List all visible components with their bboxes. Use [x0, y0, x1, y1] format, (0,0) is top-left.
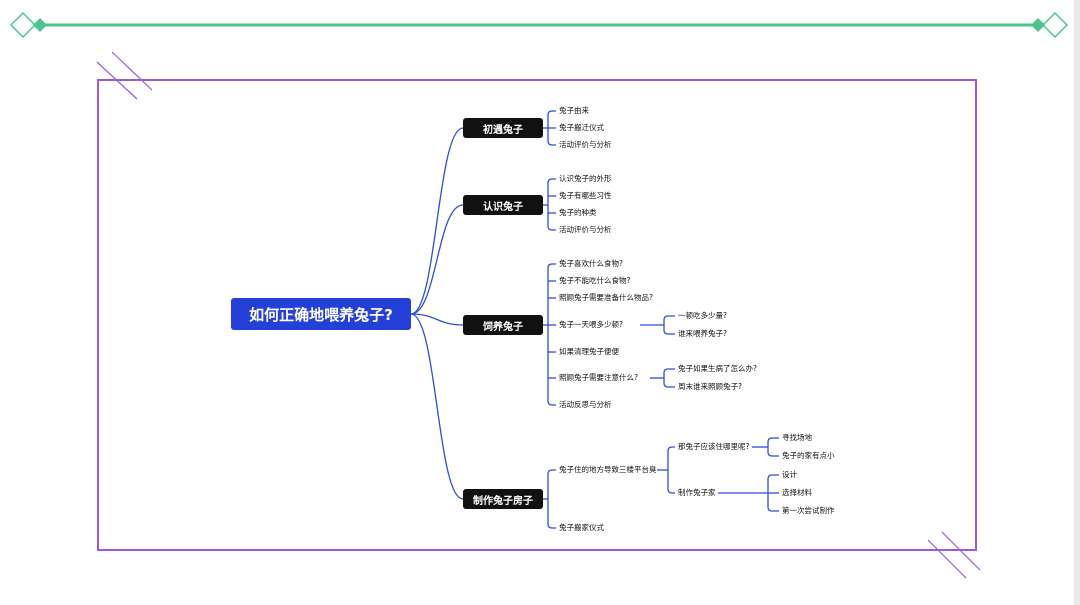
- leaf-node[interactable]: 第一次尝试制作: [782, 506, 835, 515]
- connector: [547, 205, 556, 231]
- branch-node[interactable]: 认识兔子: [463, 195, 543, 215]
- connector: [667, 446, 675, 470]
- connector: [663, 378, 675, 388]
- connector: [410, 204, 464, 315]
- connector: [547, 325, 556, 406]
- leaf-node[interactable]: 兔子的种类: [559, 208, 597, 217]
- leaf-node[interactable]: 活动反思与分析: [559, 400, 612, 409]
- leaf-node[interactable]: 照顾兔子需要注意什么?: [559, 373, 638, 382]
- leaf-node[interactable]: 兔子如果生病了怎么办?: [678, 364, 757, 373]
- connector: [410, 313, 464, 500]
- leaf-node[interactable]: 兔子搬家仪式: [559, 523, 604, 532]
- connector: [547, 128, 556, 146]
- leaf-node[interactable]: 兔子搬迁仪式: [559, 123, 604, 132]
- window-edge: [1074, 0, 1080, 605]
- leaf-node[interactable]: 一顿吃多少量?: [678, 311, 727, 320]
- branch-node[interactable]: 饲养兔子: [463, 315, 543, 335]
- leaf-node[interactable]: 如果清理兔子便便: [559, 347, 619, 356]
- connector: [410, 127, 464, 315]
- connector: [410, 313, 464, 326]
- leaf-node[interactable]: 兔子有哪些习性: [559, 191, 612, 200]
- connector: [767, 493, 779, 512]
- connector: [663, 315, 675, 325]
- connector: [663, 325, 675, 335]
- leaf-node[interactable]: 兔子一天喂多少顿?: [559, 320, 623, 329]
- leaf-node[interactable]: 谁来喂养兔子?: [678, 329, 727, 338]
- leaf-node[interactable]: 寻找场地: [782, 433, 812, 442]
- connector: [547, 178, 556, 205]
- leaf-node[interactable]: 兔子喜欢什么食物?: [559, 259, 623, 268]
- leaf-node[interactable]: 周末谁来照顾兔子?: [678, 382, 742, 391]
- leaf-node[interactable]: 活动评价与分析: [559, 140, 612, 149]
- leaf-node[interactable]: 认识兔子的外形: [559, 174, 612, 183]
- root-topic[interactable]: 如何正确地喂养兔子?: [231, 298, 411, 330]
- leaf-node[interactable]: 兔子由来: [559, 106, 589, 115]
- branch-node[interactable]: 制作兔子房子: [463, 489, 543, 509]
- connector: [547, 499, 556, 529]
- content-frame: [97, 79, 977, 551]
- branch-node[interactable]: 初遇兔子: [463, 118, 543, 138]
- leaf-node[interactable]: 兔子住的地方导致三楼平台臭: [559, 465, 657, 474]
- connector: [767, 447, 779, 457]
- connector: [547, 263, 556, 325]
- connector: [667, 470, 675, 494]
- connector: [547, 110, 556, 128]
- leaf-node[interactable]: 照顾兔子需要准备什么物品?: [559, 293, 653, 302]
- right-diamond-icon: [1031, 11, 1069, 39]
- connector: [547, 469, 556, 499]
- connector: [767, 474, 779, 493]
- left-diamond-icon: [9, 11, 47, 39]
- leaf-node[interactable]: 兔子的家有点小: [782, 451, 835, 460]
- leaf-node[interactable]: 活动评价与分析: [559, 225, 612, 234]
- leaf-node[interactable]: 那兔子应该住哪里呢?: [678, 442, 750, 451]
- leaf-node[interactable]: 选择材料: [782, 488, 812, 497]
- connector: [767, 437, 779, 447]
- bottom-right-slash-icon: [927, 531, 981, 579]
- leaf-node[interactable]: 设计: [782, 470, 797, 479]
- leaf-node[interactable]: 兔子不能吃什么食物?: [559, 276, 631, 285]
- connector: [663, 368, 675, 378]
- leaf-node[interactable]: 制作兔子家: [678, 488, 716, 497]
